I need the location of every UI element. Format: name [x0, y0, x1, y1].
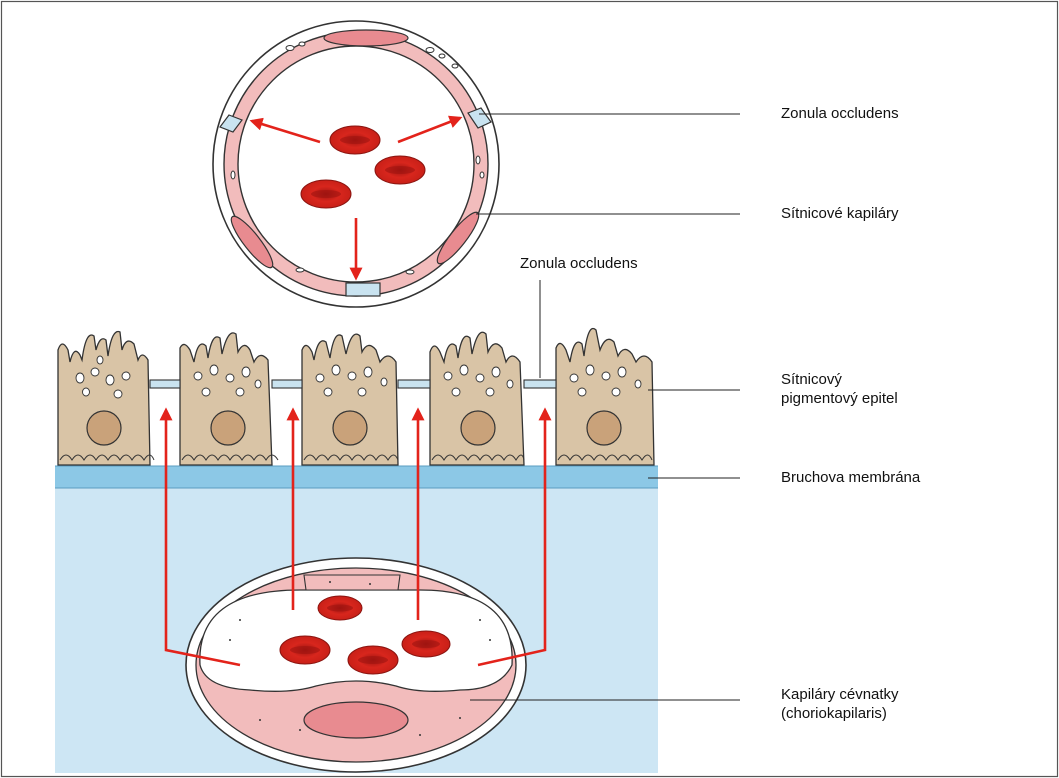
red-blood-cell: [348, 646, 398, 674]
red-blood-cell: [330, 126, 380, 154]
label-bruch-membrane: Bruchova membrána: [781, 469, 920, 487]
label-rpe-line2: pigmentový epitel: [781, 390, 898, 408]
red-blood-cell: [402, 631, 450, 657]
endothelial-nucleus: [324, 30, 408, 46]
label-choroid-line2: (choriokapilaris): [781, 705, 887, 723]
label-retinal-capillaries: Sítnicové kapiláry: [781, 205, 899, 223]
label-zonula-occludens-top: Zonula occludens: [781, 105, 899, 123]
label-rpe-line1: Sítnicový: [781, 371, 842, 389]
label-choroid-line1: Kapiláry cévnatky: [781, 686, 899, 704]
label-zonula-occludens-mid: Zonula occludens: [520, 255, 638, 273]
bruch-membrane: [55, 466, 658, 488]
red-blood-cell: [318, 596, 362, 620]
junction-bottom: [346, 283, 380, 296]
red-blood-cell: [301, 180, 351, 208]
retinal-capillary: [213, 21, 499, 307]
red-blood-cell: [375, 156, 425, 184]
red-blood-cell: [280, 636, 330, 664]
